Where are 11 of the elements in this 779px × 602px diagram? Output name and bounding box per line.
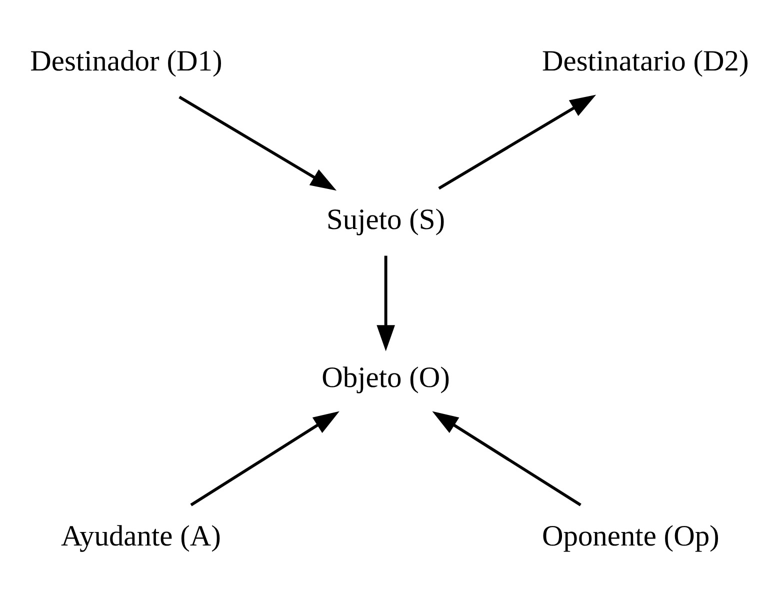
node-text: Sujeto (S) <box>326 204 446 236</box>
node-text: Destinador (D1) <box>30 46 222 78</box>
node-text: Oponente (Op) <box>542 520 720 552</box>
node-text: Destinatario (D2) <box>542 46 749 78</box>
arrow <box>438 94 596 190</box>
node-text: Ayudante (A) <box>60 520 221 552</box>
arrow <box>432 411 582 506</box>
node-text: Objeto (O) <box>322 362 450 394</box>
arrow <box>178 96 337 191</box>
arrow <box>376 256 395 352</box>
arrow <box>190 411 340 506</box>
